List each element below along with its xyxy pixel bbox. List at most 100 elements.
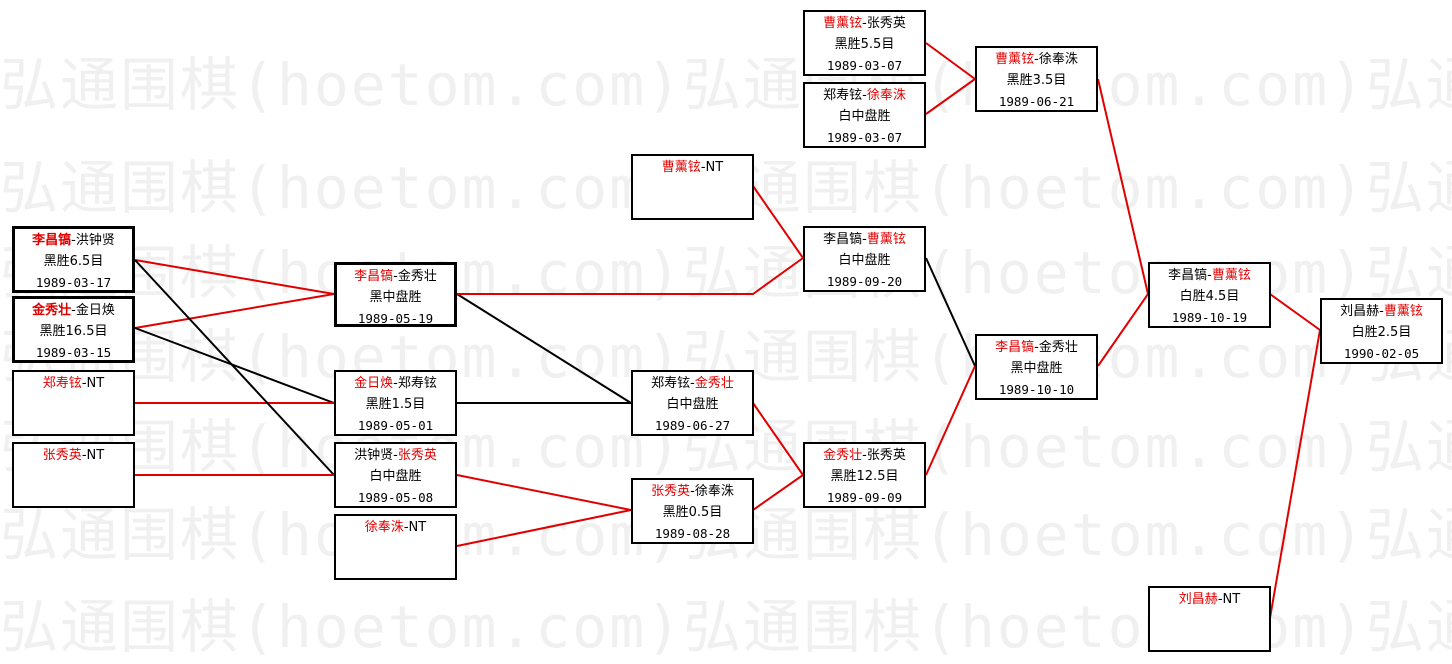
- match-date: 1989-05-08: [357, 490, 434, 505]
- match-box[interactable]: 郑寿铉-金秀壮 白中盘胜 1989-06-27: [631, 370, 754, 436]
- match-date: 1989-03-15: [35, 345, 112, 360]
- winner-name: 李昌镐: [995, 340, 1035, 355]
- bye-box[interactable]: 张秀英-NT: [12, 442, 135, 508]
- match-result: 白中盘胜: [838, 109, 891, 124]
- separator: -: [1034, 52, 1039, 67]
- match-box[interactable]: 曹薰铉-张秀英 黑胜5.5目 1989-03-07: [803, 10, 926, 76]
- connector-line: [925, 257, 976, 367]
- match-result: 黑胜1.5目: [365, 397, 426, 412]
- player-name: 刘昌赫: [1340, 304, 1380, 319]
- winner-name: 曹薰铉: [661, 160, 701, 175]
- separator: -: [862, 16, 867, 31]
- winner-name: 金日焕: [354, 376, 394, 391]
- match-box[interactable]: 李昌镐-金秀壮 黑中盘胜 1989-10-10: [975, 334, 1098, 400]
- bye-label: NT: [86, 448, 105, 463]
- player-name: 金日焕: [75, 303, 115, 318]
- winner-name: 曹薰铉: [823, 16, 863, 31]
- match-date: 1990-02-05: [1343, 346, 1420, 361]
- separator: -: [690, 484, 695, 499]
- watermark-row: 弘通围棋(hoetom.com)弘通围棋(hoetom.com)弘通围棋: [0, 51, 1452, 119]
- connector-line: [752, 474, 804, 511]
- separator: -: [81, 448, 87, 463]
- winner-name: 金秀壮: [694, 376, 734, 391]
- player-name: 李昌镐: [823, 232, 863, 247]
- connector-line: [1097, 293, 1149, 367]
- player-name: 李昌镐: [1168, 268, 1208, 283]
- match-box[interactable]: 金秀壮-张秀英 黑胜12.5目 1989-09-09: [803, 442, 926, 508]
- separator: -: [862, 448, 867, 463]
- separator: -: [71, 233, 76, 248]
- winner-name: 曹薰铉: [866, 232, 906, 247]
- separator: -: [393, 448, 398, 463]
- match-result: 黑胜6.5目: [43, 254, 104, 269]
- match-result: 黑胜0.5目: [662, 505, 723, 520]
- winner-name: 张秀英: [42, 448, 82, 463]
- connector-line: [456, 509, 632, 547]
- connector-line: [752, 402, 804, 476]
- match-result: 白中盘胜: [369, 469, 422, 484]
- bye-box[interactable]: 刘昌赫-NT: [1148, 586, 1271, 652]
- match-date: 1989-10-10: [998, 382, 1075, 397]
- match-box[interactable]: 李昌镐-曹薰铉 白胜4.5目 1989-10-19: [1148, 262, 1271, 328]
- match-box[interactable]: 金秀壮-金日焕 黑胜16.5目 1989-03-15: [12, 296, 135, 363]
- separator: -: [1207, 268, 1212, 283]
- final-match-box[interactable]: 刘昌赫-曹薰铉 白胜2.5目 1990-02-05: [1320, 298, 1443, 364]
- match-result: 白胜4.5目: [1179, 289, 1240, 304]
- winner-name: 刘昌赫: [1178, 592, 1218, 607]
- winner-name: 张秀英: [651, 484, 691, 499]
- match-box[interactable]: 金日焕-郑寿铉 黑胜1.5目 1989-05-01: [334, 370, 457, 436]
- match-box[interactable]: 张秀英-徐奉洙 黑胜0.5目 1989-08-28: [631, 478, 754, 544]
- match-result: 黑中盘胜: [1010, 361, 1063, 376]
- connector-line: [134, 293, 335, 329]
- match-date: 1989-08-28: [654, 526, 731, 541]
- bye-label: NT: [705, 160, 724, 175]
- player-name: 洪钟贤: [354, 448, 394, 463]
- match-result: 白中盘胜: [838, 253, 891, 268]
- separator: -: [81, 376, 87, 391]
- winner-name: 李昌镐: [32, 233, 72, 248]
- player-name: 张秀英: [866, 16, 906, 31]
- match-result: 白中盘胜: [666, 397, 719, 412]
- bye-label: NT: [86, 376, 105, 391]
- player-name: 徐奉洙: [1038, 52, 1078, 67]
- separator: -: [1217, 592, 1223, 607]
- player-name: 徐奉洙: [694, 484, 734, 499]
- connector-line: [456, 474, 632, 511]
- winner-name: 曹薰铉: [1383, 304, 1423, 319]
- bye-box[interactable]: 徐奉洙-NT: [334, 514, 457, 580]
- connector-line: [134, 259, 335, 295]
- separator: -: [690, 376, 695, 391]
- connector-line: [1097, 78, 1149, 295]
- winner-name: 金秀壮: [32, 303, 72, 318]
- connector-line: [134, 259, 335, 476]
- bye-label: NT: [1222, 592, 1241, 607]
- connector-line: [1269, 329, 1321, 619]
- match-box[interactable]: 郑寿铉-徐奉洙 白中盘胜 1989-03-07: [803, 82, 926, 148]
- player-name: 洪钟贤: [75, 233, 115, 248]
- player-name: 郑寿铉: [823, 88, 863, 103]
- match-box[interactable]: 李昌镐-金秀壮 黑中盘胜 1989-05-19: [334, 262, 457, 327]
- match-box[interactable]: 洪钟贤-张秀英 白中盘胜 1989-05-08: [334, 442, 457, 508]
- winner-name: 张秀英: [397, 448, 437, 463]
- separator: -: [71, 303, 76, 318]
- winner-name: 郑寿铉: [42, 376, 82, 391]
- match-box[interactable]: 李昌镐-曹薰铉 白中盘胜 1989-09-20: [803, 226, 926, 292]
- match-date: 1989-03-17: [35, 275, 112, 290]
- match-result: 黑胜12.5目: [830, 469, 899, 484]
- connector-line: [1269, 293, 1321, 331]
- bye-box[interactable]: 郑寿铉-NT: [12, 370, 135, 436]
- match-box[interactable]: 李昌镐-洪钟贤 黑胜6.5目 1989-03-17: [12, 226, 135, 293]
- winner-name: 徐奉洙: [364, 520, 404, 535]
- match-result: 黑胜16.5目: [39, 324, 108, 339]
- match-date: 1989-05-01: [357, 418, 434, 433]
- separator: -: [393, 376, 398, 391]
- player-name: 金秀壮: [397, 269, 437, 284]
- bye-label: NT: [408, 520, 427, 535]
- match-box[interactable]: 曹薰铉-徐奉洙 黑胜3.5目 1989-06-21: [975, 46, 1098, 112]
- bye-box[interactable]: 曹薰铉-NT: [631, 154, 754, 220]
- winner-name: 曹薰铉: [995, 52, 1035, 67]
- match-date: 1989-05-19: [357, 311, 434, 326]
- match-date: 1989-09-09: [826, 490, 903, 505]
- connector-line: [457, 257, 804, 295]
